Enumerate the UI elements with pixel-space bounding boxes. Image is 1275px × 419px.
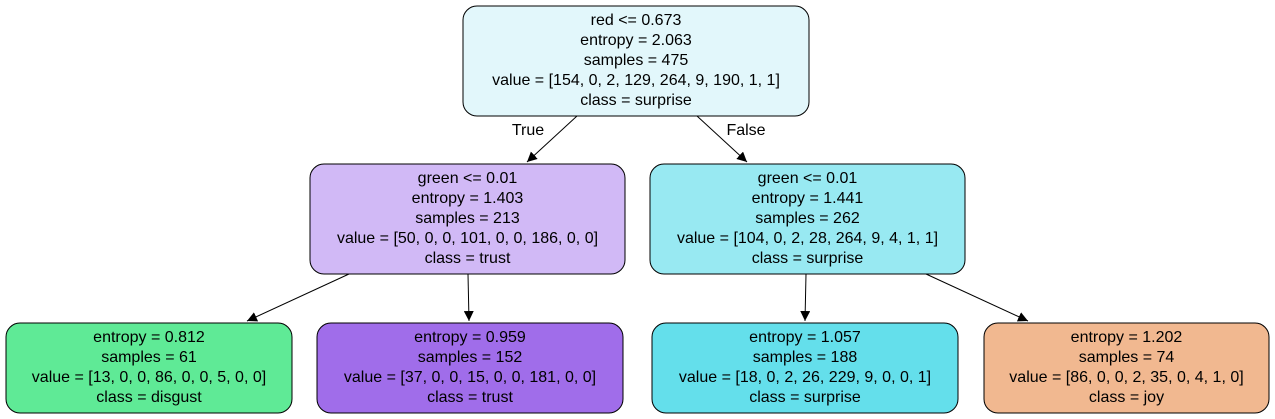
node-box [651,322,959,414]
node-line-2: value = [18, 0, 2, 26, 229, 9, 0, 0, 1] [679,369,931,386]
node-line-1: samples = 74 [1079,349,1175,366]
edge-right-to-rr [925,273,1029,322]
node-line-3: class = disgust [96,389,202,406]
node-line-4: class = trust [425,250,511,267]
node-line-2: samples = 475 [584,52,689,69]
node-box [462,5,810,117]
node-box [649,163,966,275]
node-line-2: value = [13, 0, 0, 86, 0, 0, 5, 0, 0] [32,369,266,386]
node-line-0: entropy = 1.057 [749,329,861,346]
node-line-3: class = surprise [749,389,861,406]
node-line-2: value = [86, 0, 0, 2, 35, 0, 4, 1, 0] [1009,369,1243,386]
node-line-1: entropy = 1.441 [752,190,864,207]
node-line-0: green <= 0.01 [418,170,518,187]
node-line-0: entropy = 0.959 [414,329,526,346]
node-line-3: class = trust [427,389,513,406]
tree-node-right-split: green <= 0.01 entropy = 1.441 samples = 26… [649,163,966,275]
node-line-0: entropy = 1.202 [1071,329,1183,346]
tree-node-leaf-right-left: entropy = 1.057 samples = 188 value = [18,… [651,322,959,414]
node-line-3: value = [154, 0, 2, 129, 264, 9, 190, 1,… [492,72,780,89]
edge-left-to-ll [246,273,350,322]
node-line-1: entropy = 2.063 [580,32,692,49]
node-box [5,322,293,414]
tree-node-left-split: green <= 0.01 entropy = 1.403 samples = 21… [309,163,626,275]
node-line-1: samples = 188 [753,349,858,366]
tree-node-leaf-left-left: entropy = 0.812 samples = 61 value = [13, … [5,322,293,414]
node-line-2: samples = 213 [415,210,520,227]
tree-node-root: red <= 0.673 entropy = 2.063 samples = 475… [462,5,810,117]
edge-right-to-rl [800,273,811,322]
node-line-0: green <= 0.01 [758,170,858,187]
node-box [983,322,1270,414]
node-box [309,163,626,275]
node-line-3: value = [50, 0, 0, 101, 0, 0, 186, 0, 0] [337,230,598,247]
tree-node-leaf-right-right: entropy = 1.202 samples = 74 value = [86, … [983,322,1270,414]
node-line-1: samples = 152 [418,349,523,366]
node-line-2: value = [37, 0, 0, 15, 0, 0, 181, 0, 0] [344,369,596,386]
node-line-4: class = surprise [580,92,692,109]
edge-root-to-right [696,115,748,163]
node-box [316,322,624,414]
edge-left-to-lr [463,273,474,322]
node-line-0: red <= 0.673 [591,12,682,29]
edge-root-to-left [526,115,578,163]
tree-node-leaf-left-right: entropy = 0.959 samples = 152 value = [37,… [316,322,624,414]
node-line-1: entropy = 1.403 [412,190,524,207]
edge-label-false: False [726,122,765,139]
node-line-4: class = surprise [752,250,864,267]
edge-label-true: True [512,122,544,139]
node-line-2: samples = 262 [755,210,860,227]
node-line-1: samples = 61 [101,349,197,366]
node-line-3: value = [104, 0, 2, 28, 264, 9, 4, 1, 1] [677,230,938,247]
node-line-0: entropy = 0.812 [93,329,205,346]
node-line-3: class = joy [1089,389,1164,406]
